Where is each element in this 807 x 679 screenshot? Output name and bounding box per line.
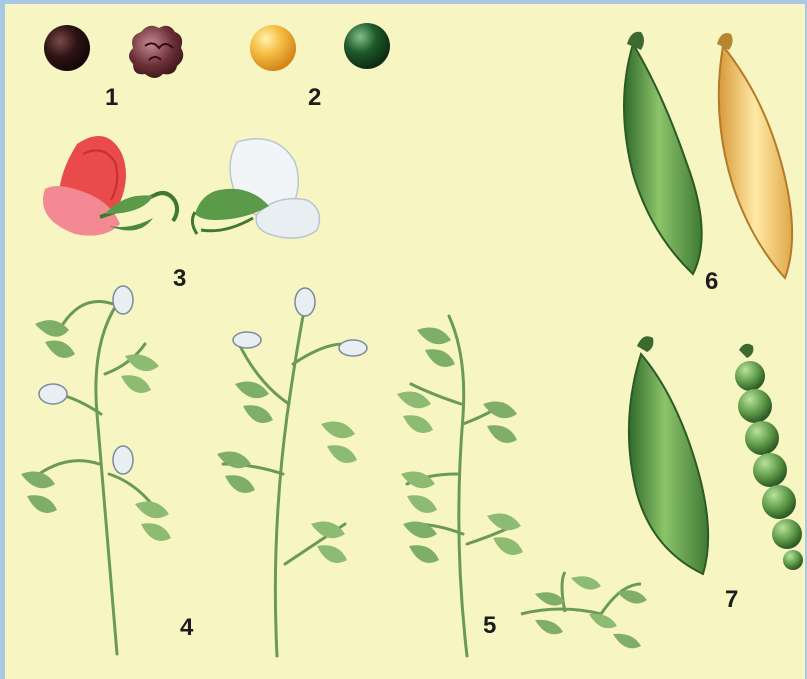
label-4: 4 bbox=[180, 616, 193, 640]
green-pod-icon bbox=[624, 32, 702, 274]
label-6: 6 bbox=[705, 270, 718, 294]
smooth-pod-icon bbox=[629, 336, 708, 574]
label-1: 1 bbox=[105, 86, 118, 110]
smooth-seed-icon bbox=[44, 25, 90, 71]
yellow-seed-icon bbox=[250, 25, 296, 71]
plant-middle-leaves-icon bbox=[217, 288, 367, 563]
white-flower-icon bbox=[192, 139, 319, 238]
constricted-pod-icon bbox=[735, 344, 803, 570]
wrinkled-seed-icon bbox=[129, 26, 183, 78]
illustration-svg bbox=[5, 4, 805, 679]
label-7: 7 bbox=[725, 588, 738, 612]
label-2: 2 bbox=[308, 86, 321, 110]
yellow-pod-icon bbox=[717, 33, 792, 278]
red-flower-icon bbox=[43, 136, 177, 236]
pea-traits-illustration: 1 2 3 4 5 6 7 bbox=[5, 4, 805, 679]
label-3: 3 bbox=[173, 267, 186, 291]
green-seed-icon bbox=[344, 23, 390, 69]
label-5: 5 bbox=[483, 614, 496, 638]
leaf-sprig-icon bbox=[521, 572, 647, 648]
